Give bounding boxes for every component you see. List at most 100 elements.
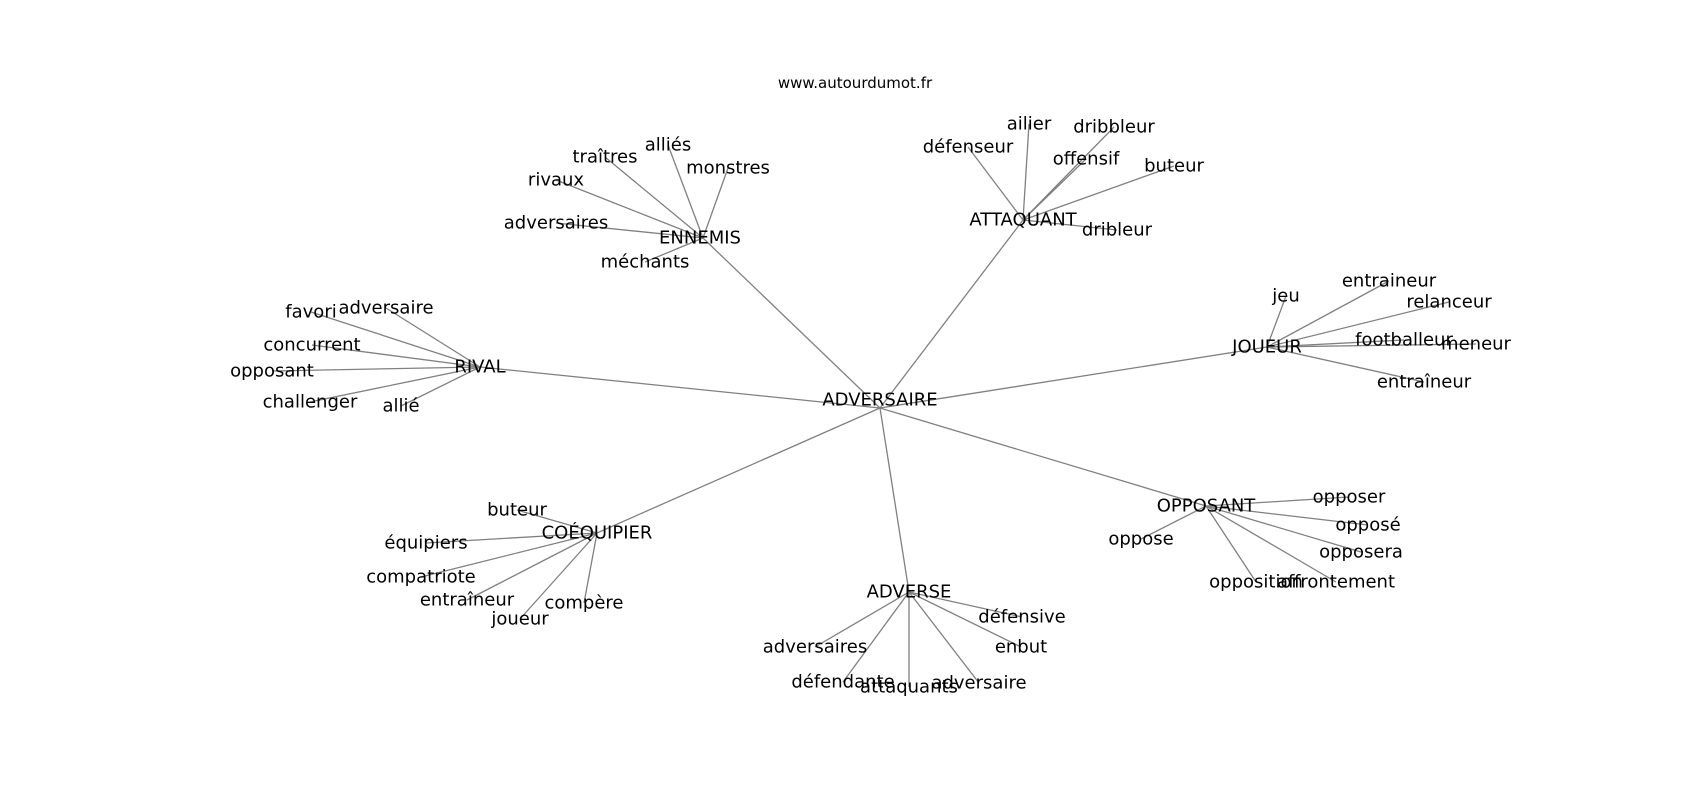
leaf-node: buteur [1144, 156, 1204, 177]
hub-node: ENNEMIS [659, 228, 741, 249]
leaf-node: jeu [1271, 286, 1299, 307]
edge-hub-to-leaf [604, 156, 704, 239]
edge-hub-to-leaf [309, 366, 481, 403]
leaf-node: équipiers [384, 533, 467, 554]
leaf-node: traîtres [572, 147, 637, 168]
leaf-node: relanceur [1406, 292, 1492, 313]
hub-node: ATTAQUANT [969, 210, 1077, 231]
edge-hub-to-leaf [1022, 158, 1087, 221]
leaf-node: monstres [686, 158, 770, 179]
leaf-node: entraîneur [420, 590, 515, 611]
leaf-node: adversaire [931, 673, 1026, 694]
leaf-node: joueur [490, 609, 549, 630]
edge-hub-to-leaf [1022, 219, 1118, 231]
edge-hub-to-leaf [702, 167, 729, 239]
leaf-node: opposé [1335, 515, 1400, 536]
edge-hub-to-leaf [1266, 339, 1405, 348]
edge-hub-to-leaf [400, 366, 481, 407]
leaf-node: dribbleur [1073, 117, 1155, 138]
edge-hub-to-leaf [842, 591, 910, 683]
leaf-node: compère [544, 593, 623, 614]
leaf-node: challenger [263, 392, 358, 413]
edge-hub-to-leaf [425, 532, 598, 544]
leaf-node: allié [382, 396, 419, 417]
edge-hub-to-leaf [814, 591, 910, 648]
edge-hub-to-leaf [1205, 505, 1257, 583]
edge-hub-to-leaf [1205, 505, 1337, 583]
edge-hub-to-leaf [1205, 505, 1369, 526]
edge-hub-to-leaf [1140, 505, 1207, 540]
edge-hub-to-leaf [667, 144, 704, 239]
edge-hub-to-leaf [1022, 123, 1030, 221]
edge-hub-to-leaf [908, 591, 1023, 618]
edge-hub-to-leaf [1266, 295, 1287, 348]
leaf-node: adversaires [504, 213, 608, 234]
leaf-node: opposition [1209, 572, 1303, 593]
edge-hub-to-leaf [1022, 165, 1175, 221]
edges-layer [271, 123, 1477, 687]
leaf-node: favori [285, 302, 336, 323]
edge-center-to-hub [879, 219, 1024, 409]
edge-hub-to-leaf [644, 237, 704, 263]
hub-node: OPPOSANT [1157, 496, 1257, 517]
leaf-node: opposera [1319, 542, 1403, 563]
edge-hub-to-leaf [1205, 496, 1350, 507]
hub-node: JOUEUR [1231, 337, 1302, 358]
edge-hub-to-leaf [1266, 301, 1450, 348]
leaf-node: défenseur [923, 137, 1014, 158]
leaf-node: affrontement [1277, 572, 1395, 593]
edge-hub-to-leaf [466, 532, 598, 601]
leaf-node: dribleur [1082, 220, 1153, 241]
leaf-node: enbut [995, 637, 1047, 658]
leaf-node: oppose [1108, 529, 1173, 550]
center-node: ADVERSAIRE [822, 390, 937, 411]
leaf-node: méchants [601, 252, 690, 273]
edge-hub-to-leaf [1205, 505, 1362, 553]
leaf-node: ailier [1007, 114, 1052, 135]
edge-center-to-hub [879, 407, 1207, 507]
edge-center-to-hub [879, 407, 910, 593]
edge-center-to-hub [879, 346, 1268, 409]
hub-node: RIVAL [454, 357, 505, 378]
edge-hub-to-leaf [908, 591, 980, 684]
edge-center-to-hub [596, 407, 881, 534]
leaf-node: adversaire [338, 298, 433, 319]
edge-hub-to-leaf [420, 532, 598, 578]
leaf-node: attaquants [860, 677, 958, 698]
edge-center-to-hub [479, 366, 881, 409]
edge-center-to-hub [702, 237, 881, 409]
leaf-node: opposant [230, 361, 314, 382]
edge-hub-to-leaf [310, 311, 481, 368]
edge-hub-to-leaf [311, 344, 481, 368]
leaf-node: rivaux [528, 170, 584, 191]
leaf-node: entraineur [1342, 271, 1437, 292]
edge-hub-to-leaf [908, 591, 1022, 648]
edge-hub-to-leaf [519, 532, 598, 620]
leaf-node: compatriote [366, 567, 476, 588]
leaf-node: entraîneur [1377, 372, 1472, 393]
leaf-node: offensif [1053, 149, 1120, 170]
edge-hub-to-leaf [1266, 280, 1390, 348]
leaf-node: buteur [487, 500, 547, 521]
leaf-node: concurrent [263, 335, 360, 356]
edge-hub-to-leaf [555, 179, 704, 239]
edge-hub-to-leaf [555, 222, 704, 239]
leaf-node: opposer [1313, 487, 1386, 508]
leaf-node: alliés [645, 135, 692, 156]
leaf-node: adversaires [763, 637, 867, 658]
edge-hub-to-leaf [1266, 346, 1425, 383]
hub-node: COÉQUIPIER [542, 522, 653, 544]
edge-hub-to-leaf [583, 532, 598, 604]
edge-hub-to-leaf [271, 366, 481, 372]
edge-hub-to-leaf [385, 307, 481, 368]
edge-hub-to-leaf [967, 146, 1024, 221]
leaf-node: défensive [978, 607, 1065, 628]
leaf-node: meneur [1441, 334, 1511, 355]
site-url: www.autourdumot.fr [778, 74, 933, 92]
leaf-node: footballeur [1355, 330, 1453, 351]
edge-hub-to-leaf [516, 509, 598, 534]
leaf-node: défendante [791, 672, 894, 693]
edge-hub-to-leaf [1266, 343, 1477, 348]
